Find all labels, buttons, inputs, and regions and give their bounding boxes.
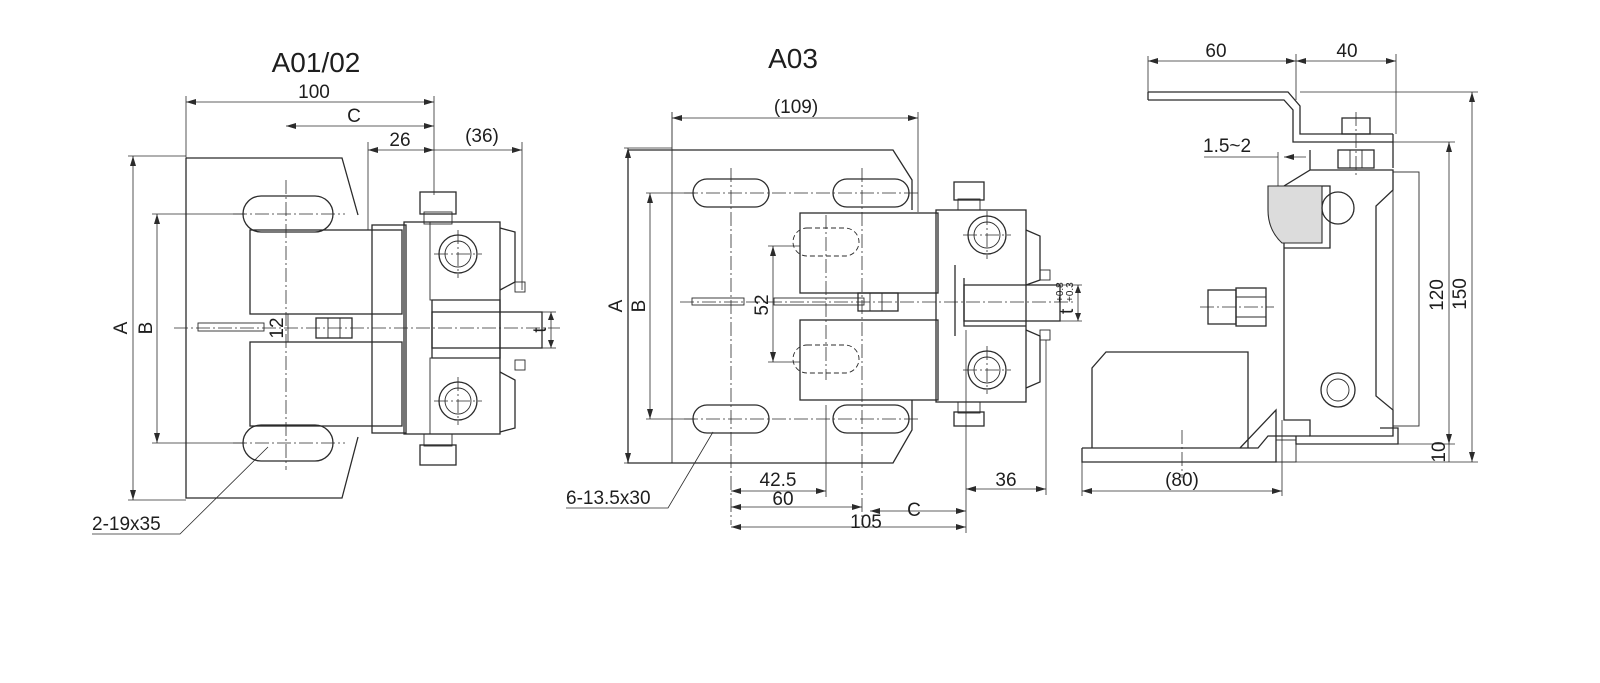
side-dim-10: 10 xyxy=(1429,441,1450,462)
view-side: 60 40 1.5~2 120 150 10 xyxy=(1081,41,1478,496)
a03-dim-b: B xyxy=(629,300,650,313)
a0102-dim-36: (36) xyxy=(465,126,499,147)
side-bracket xyxy=(1148,91,1393,135)
a0102-holes-note: 2-19x35 xyxy=(92,514,161,535)
side-dim-80: (80) xyxy=(1165,470,1199,491)
a03-dim-c: C xyxy=(907,500,921,521)
a03-dim-tol-lower: +0.3 xyxy=(1065,282,1076,302)
view-a0102: A01/02 xyxy=(92,47,560,535)
a03-bolt-lower-icon xyxy=(962,345,1012,395)
side-dim-40: 40 xyxy=(1336,41,1357,62)
a03-dim-36: 36 xyxy=(995,470,1016,491)
a03-bolt-upper-icon xyxy=(962,210,1012,260)
a03-dim-60: 60 xyxy=(772,489,793,510)
a03-dim-a: A xyxy=(606,299,627,312)
side-dim-gap: 1.5~2 xyxy=(1203,136,1251,157)
a03-dim-tol-upper: +0.8 xyxy=(1055,282,1066,302)
side-dim-150: 150 xyxy=(1450,278,1471,310)
a03-dim-105: 105 xyxy=(850,512,882,533)
a03-holes-note: 6-13.5x30 xyxy=(566,488,651,509)
a0102-dim-12: 12 xyxy=(267,317,288,338)
a0102-dim-b: B xyxy=(136,322,157,335)
a0102-dim-26: 26 xyxy=(389,130,410,151)
a03-dim-42-5: 42.5 xyxy=(760,470,797,491)
a03-body xyxy=(935,209,1027,403)
a0102-rail xyxy=(431,311,543,349)
side-rail-foot xyxy=(1081,408,1277,463)
a03-dim-52: 52 xyxy=(752,294,773,315)
a0102-dim-c: C xyxy=(347,106,361,127)
a0102-dim-100: 100 xyxy=(298,82,330,103)
side-bolt-upper-icon xyxy=(1321,191,1355,225)
a0102-dim-t: t xyxy=(530,327,551,333)
view-a03: A03 xyxy=(566,43,1082,533)
a0102-shoe-upper xyxy=(249,229,403,315)
a03-rail xyxy=(963,284,1061,322)
a03-shoe-upper xyxy=(799,212,939,294)
a03-shoe-lower xyxy=(799,319,939,401)
a0102-bolt-lower-icon xyxy=(433,376,483,426)
side-shoe xyxy=(1267,185,1323,244)
view-a0102-title: A01/02 xyxy=(272,47,361,78)
a0102-plate-top xyxy=(186,157,359,216)
side-bolt-lower-icon xyxy=(1320,372,1356,408)
side-dim-60: 60 xyxy=(1205,41,1226,62)
side-dim-120: 120 xyxy=(1427,279,1448,311)
a0102-shoe-lower xyxy=(249,341,403,427)
a03-dim-t: t xyxy=(1057,308,1078,314)
a0102-dim-a: A xyxy=(111,321,132,334)
view-a03-title: A03 xyxy=(768,43,818,74)
a03-plate-top xyxy=(628,149,913,210)
a03-dim-109: (109) xyxy=(774,97,818,118)
a0102-bolt-upper-icon xyxy=(433,229,483,279)
